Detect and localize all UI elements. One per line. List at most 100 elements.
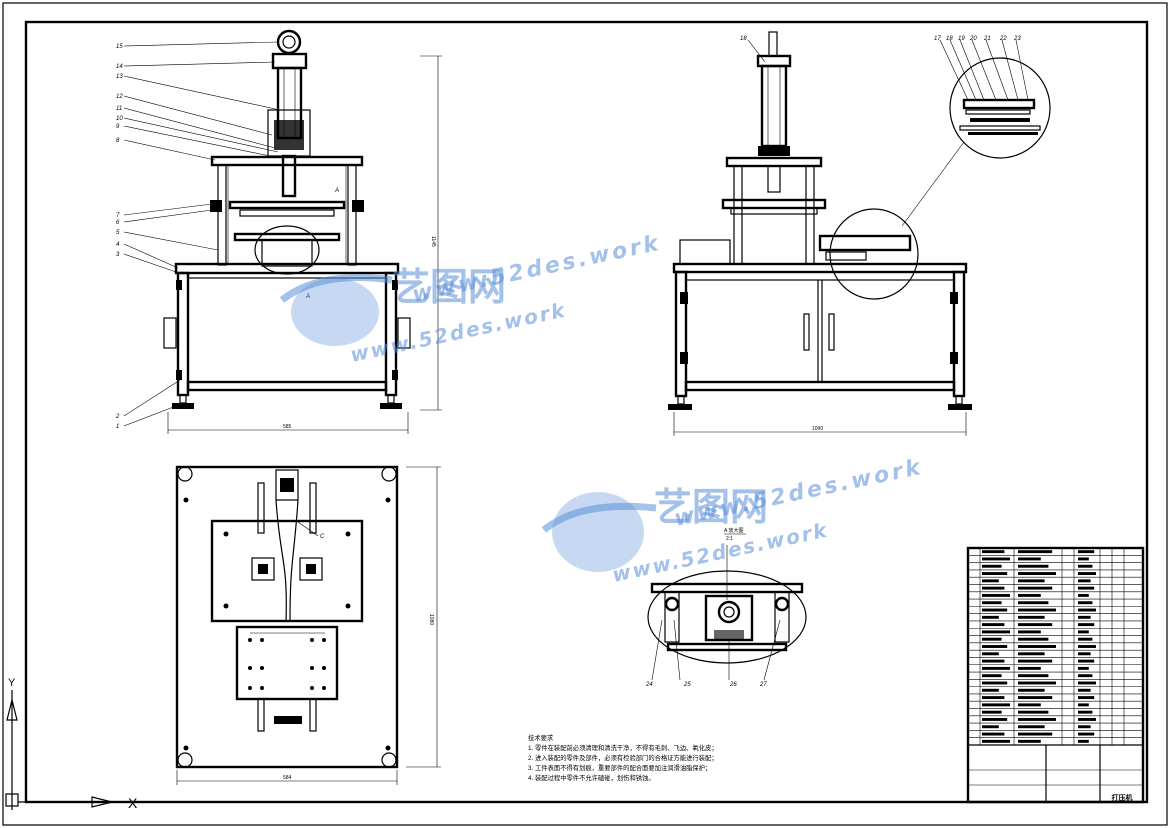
plan-view: C 584 1080	[175, 465, 441, 785]
bom-cell	[982, 615, 999, 619]
front-part-label: 11	[116, 106, 122, 112]
front-part-label: 4	[116, 242, 120, 248]
technical-requirements: 技术要求 1. 零件在装配前必须清理和清洗干净，不得有毛刺、飞边、氧化皮； 2.…	[528, 733, 718, 782]
bom-cell	[1018, 586, 1053, 590]
bill-of-materials	[968, 550, 1143, 743]
bom-cell	[1018, 659, 1053, 663]
front-callout-a: A	[334, 188, 339, 194]
bom-cell	[982, 674, 1002, 678]
bom-cell	[1078, 630, 1089, 634]
bom-cell	[1018, 637, 1049, 641]
inner-frame	[24, 20, 1149, 804]
front-part-label: 12	[116, 94, 123, 100]
bom-cell	[1078, 718, 1096, 721]
bom-cell	[1078, 710, 1093, 714]
bom-cell	[1078, 579, 1091, 583]
front-part-label: 6	[116, 220, 120, 226]
front-callout-a: A	[305, 294, 310, 300]
bom-cell	[1018, 572, 1056, 575]
bom-cell	[1078, 739, 1089, 743]
detail-part-label: 20	[969, 36, 977, 42]
bom-cell	[1078, 681, 1096, 685]
detail-view-title: A 放大图	[724, 527, 743, 534]
bom-cell	[1018, 703, 1041, 707]
bom-cell	[982, 710, 1002, 714]
bom-cell	[982, 703, 1010, 707]
watermark-top: 艺图网 www.52des.work www.52des.work	[279, 231, 663, 367]
bom-cell	[982, 659, 1005, 663]
bom-cell	[1078, 572, 1096, 575]
front-part-label: 3	[116, 252, 120, 258]
bom-cell	[1018, 739, 1041, 743]
bom-cell	[1018, 725, 1045, 729]
title-block-name: 打压机	[1112, 793, 1133, 802]
bom-cell	[982, 718, 1008, 721]
bom-cell	[1018, 696, 1053, 700]
bom-cell	[1078, 674, 1093, 678]
bom-cell	[1018, 608, 1056, 612]
bom-cell	[1078, 550, 1095, 554]
detail-part-label: 24	[645, 682, 653, 688]
bom-cell	[982, 572, 1008, 575]
bom-cell	[982, 608, 1008, 612]
front-width-dimension: 585	[283, 424, 292, 430]
bom-cell	[1018, 593, 1041, 597]
bom-cell	[1078, 652, 1091, 656]
bom-cell	[1018, 674, 1049, 678]
side-part-label: 18	[740, 36, 747, 42]
plan-callout-c: C	[320, 534, 325, 540]
bom-cell	[1078, 645, 1096, 648]
front-part-label: 2	[115, 414, 120, 420]
detail-part-label: 18	[946, 36, 953, 42]
detail-part-label: 19	[958, 36, 965, 42]
svg-text:X: X	[128, 795, 138, 811]
bom-cell	[1078, 593, 1089, 597]
bom-cell	[1018, 718, 1056, 721]
bom-cell	[1018, 688, 1045, 692]
detail-part-label: 23	[1013, 36, 1021, 42]
detail-part-label: 21	[983, 36, 991, 42]
tech-req-item: 3. 工件表面不得有划痕，重要部件的配合面要加注润滑油脂保护；	[528, 763, 711, 772]
bom-cell	[1078, 659, 1095, 663]
bom-cell	[982, 623, 1005, 627]
bom-cell	[1078, 608, 1096, 612]
front-part-label: 10	[116, 116, 123, 122]
front-part-label: 7	[116, 213, 120, 219]
bom-cell	[1018, 623, 1053, 627]
bom-cell	[982, 681, 1008, 685]
bom-cell	[1018, 550, 1053, 554]
tech-req-item: 2. 进入装配的零件及部件，必须有检验部门的合格证方能进行装配；	[528, 753, 718, 762]
bom-cell	[1018, 645, 1056, 648]
bom-cell	[1018, 564, 1049, 568]
title-block: 打压机	[966, 546, 1145, 804]
bom-cell	[1078, 623, 1095, 627]
front-part-label: 15	[116, 44, 123, 50]
detail-part-label: 27	[759, 682, 767, 688]
detail-part-label: 25	[683, 682, 691, 688]
detail-part-label: 26	[729, 682, 737, 688]
bom-cell	[1078, 688, 1091, 692]
bom-cell	[982, 739, 1010, 743]
bom-cell	[1078, 696, 1095, 700]
bom-cell	[1018, 579, 1045, 583]
bom-cell	[1018, 652, 1045, 656]
bom-cell	[1018, 557, 1041, 561]
bom-cell	[1078, 615, 1091, 619]
front-part-label: 8	[116, 138, 120, 144]
bom-cell	[982, 601, 1002, 605]
bom-cell	[1078, 725, 1091, 729]
bom-cell	[982, 732, 1005, 736]
bom-cell	[1078, 557, 1089, 561]
bom-cell	[982, 696, 1005, 700]
watermark-bottom: 艺图网 www.52des.work www.52des.work	[541, 455, 925, 587]
bom-cell	[1018, 615, 1045, 619]
bom-cell	[982, 725, 999, 729]
tech-req-item: 4. 装配过程中零件不允许磕碰，划伤和锈蚀。	[528, 773, 655, 782]
tech-req-item: 1. 零件在装配前必须清理和清洗干净，不得有毛刺、飞边、氧化皮；	[528, 743, 718, 752]
detail-part-label: 22	[999, 36, 1007, 42]
bom-cell	[1018, 710, 1049, 714]
tech-req-title: 技术要求	[528, 733, 554, 742]
svg-text:艺图网: 艺图网	[654, 485, 768, 529]
